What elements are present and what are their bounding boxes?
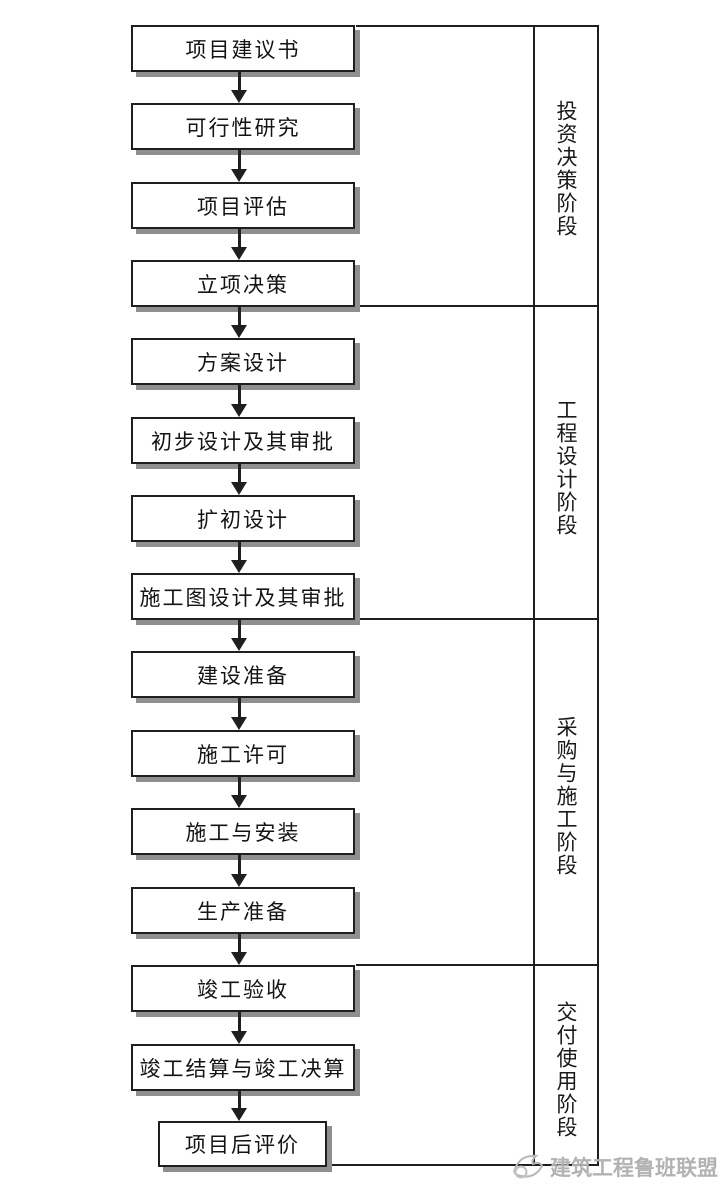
watermark: 建筑工程鲁班联盟 [508, 1148, 718, 1186]
down-arrow-icon [231, 934, 247, 965]
step-project-proposal: 项目建议书 [131, 25, 355, 72]
step-label: 方案设计 [197, 350, 289, 375]
down-arrow-icon [231, 1091, 247, 1121]
down-arrow-icon [231, 150, 247, 182]
step-label: 建设准备 [197, 663, 289, 688]
phase-label-procurement-construction: 采购与施工阶段 [554, 716, 578, 877]
phase-bracket-right-rail [597, 25, 599, 1166]
step-preliminary-design-approval: 初步设计及其审批 [131, 417, 355, 464]
down-arrow-icon [231, 385, 247, 417]
phase-bracket-left-rail [533, 25, 535, 1166]
step-expanded-preliminary-design: 扩初设计 [131, 495, 355, 542]
step-post-project-evaluation: 项目后评价 [158, 1121, 327, 1167]
step-label: 竣工验收 [197, 977, 289, 1002]
down-arrow-icon [231, 620, 247, 651]
step-construction-preparation: 建设准备 [131, 651, 355, 698]
step-label: 扩初设计 [197, 507, 289, 532]
step-project-approval-decision: 立项决策 [131, 260, 355, 307]
step-production-preparation: 生产准备 [131, 887, 355, 934]
step-label: 竣工结算与竣工决算 [139, 1056, 347, 1081]
phase-divider-3 [356, 964, 599, 966]
step-construction-and-installation: 施工与安装 [131, 808, 355, 855]
phase-divider-bottom [325, 1164, 599, 1166]
down-arrow-icon [231, 229, 247, 260]
phase-label-engineering-design: 工程设计阶段 [554, 399, 578, 537]
luban-alliance-logo-icon [513, 1154, 544, 1179]
phase-label-handover-use: 交付使用阶段 [554, 1001, 578, 1139]
phase-divider-2 [356, 618, 599, 620]
phase-label-investment-decision: 投资决策阶段 [554, 100, 578, 238]
down-arrow-icon [231, 542, 247, 573]
step-label: 生产准备 [197, 899, 289, 924]
step-label: 立项决策 [197, 272, 289, 297]
down-arrow-icon [231, 698, 247, 730]
down-arrow-icon [231, 72, 247, 103]
phase-divider-top [356, 25, 599, 27]
step-completion-acceptance: 竣工验收 [131, 965, 355, 1012]
watermark-text: 建筑工程鲁班联盟 [550, 1156, 718, 1180]
step-construction-permit: 施工许可 [131, 730, 355, 777]
step-construction-drawing-design-approval: 施工图设计及其审批 [131, 573, 355, 620]
down-arrow-icon [231, 1012, 247, 1044]
phase-divider-1 [356, 305, 599, 307]
step-label: 初步设计及其审批 [151, 429, 335, 454]
step-label: 项目后评价 [185, 1133, 300, 1157]
step-label: 施工图设计及其审批 [139, 585, 347, 610]
step-label: 项目评估 [197, 194, 289, 219]
down-arrow-icon [231, 777, 247, 808]
step-scheme-design: 方案设计 [131, 338, 355, 385]
step-project-evaluation: 项目评估 [131, 182, 355, 229]
step-label: 施工与安装 [185, 820, 301, 845]
step-label: 项目建议书 [185, 37, 301, 62]
step-label: 可行性研究 [185, 115, 301, 140]
step-completion-settlement-final-accounts: 竣工结算与竣工决算 [131, 1044, 355, 1091]
down-arrow-icon [231, 464, 247, 495]
down-arrow-icon [231, 307, 247, 338]
down-arrow-icon [231, 855, 247, 887]
step-feasibility-study: 可行性研究 [131, 103, 355, 150]
step-label: 施工许可 [197, 742, 289, 767]
